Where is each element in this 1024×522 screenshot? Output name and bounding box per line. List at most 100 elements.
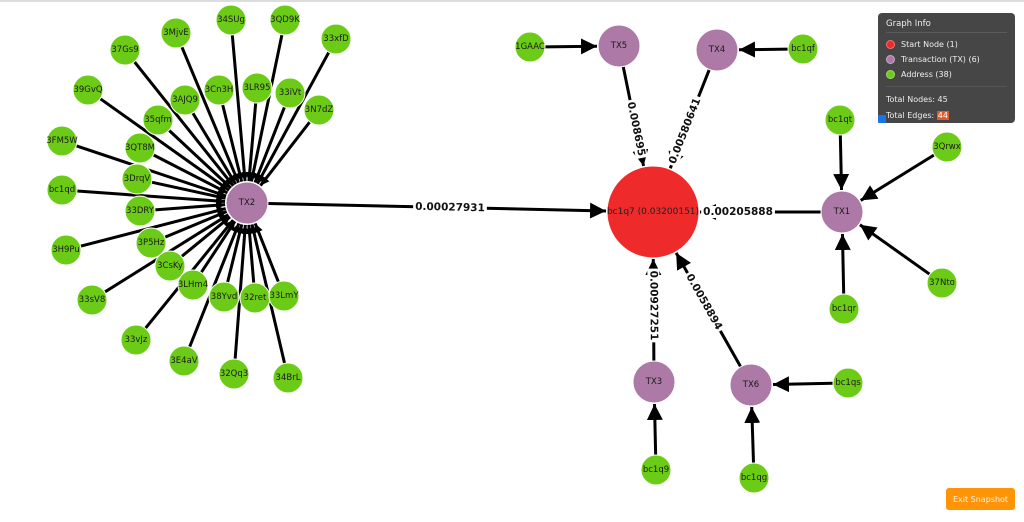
address-node[interactable]: 3LR95	[241, 72, 273, 104]
address-node-circle[interactable]	[931, 131, 963, 163]
address-node-circle[interactable]	[124, 132, 156, 164]
address-node-circle[interactable]	[124, 195, 156, 227]
address-node[interactable]: bc1qd	[46, 174, 78, 206]
address-node[interactable]: 37Gs9	[109, 34, 141, 66]
address-node[interactable]: 3Cn3H	[203, 74, 235, 106]
transaction-node[interactable]: TX5	[597, 24, 641, 68]
address-node[interactable]: 33iVt	[274, 77, 306, 109]
address-node-circle[interactable]	[160, 17, 192, 49]
address-node-circle[interactable]	[824, 104, 856, 136]
address-node-circle[interactable]	[738, 462, 770, 494]
address-node[interactable]: 1GAAC	[514, 31, 546, 63]
address-node[interactable]: bc1qs	[832, 367, 864, 399]
address-node[interactable]: 3QT8M	[124, 132, 156, 164]
address-node-circle[interactable]	[169, 84, 201, 116]
address-node-circle[interactable]	[46, 174, 78, 206]
address-node[interactable]: 34BrL	[272, 362, 304, 394]
address-node[interactable]: 32ret	[239, 282, 271, 314]
address-node[interactable]: 38Yvd	[208, 281, 240, 313]
address-node[interactable]: bc1qt	[824, 104, 856, 136]
divider	[886, 86, 1007, 87]
address-node-circle[interactable]	[50, 234, 82, 266]
exit-snapshot-button[interactable]: Exit Snapshot	[946, 488, 1015, 510]
transaction-node[interactable]: TX2	[225, 181, 269, 225]
address-node-circle[interactable]	[272, 362, 304, 394]
address-node-circle[interactable]	[787, 33, 819, 65]
address-node[interactable]: 33LmY	[268, 280, 300, 312]
address-node[interactable]: 33sV8	[76, 284, 108, 316]
edge-37Gs9-TX2	[133, 60, 235, 187]
address-node[interactable]: 3P5Hz	[135, 227, 167, 259]
address-node[interactable]: bc1q9	[640, 454, 672, 486]
transaction-node-circle[interactable]	[597, 24, 641, 68]
address-node[interactable]: 3Qrwx	[931, 131, 963, 163]
address-node[interactable]: 34SUg	[215, 4, 247, 36]
address-node-circle[interactable]	[46, 125, 78, 157]
address-node-circle[interactable]	[208, 281, 240, 313]
address-node[interactable]: 3QD9K	[269, 4, 301, 36]
transaction-node[interactable]: TX4	[695, 28, 739, 72]
address-node-circle[interactable]	[269, 4, 301, 36]
node-label: 39GvQ	[73, 85, 102, 95]
address-node[interactable]: 39GvQ	[72, 74, 104, 106]
address-node-circle[interactable]	[303, 94, 335, 126]
transaction-node[interactable]: TX3	[632, 360, 676, 404]
address-node-circle[interactable]	[168, 345, 200, 377]
legend-item-address: Address (38)	[886, 67, 1007, 82]
address-node-circle[interactable]	[926, 267, 958, 299]
address-node-circle[interactable]	[142, 104, 174, 136]
address-node-circle[interactable]	[241, 72, 273, 104]
address-node[interactable]: 3LHm4	[177, 269, 209, 301]
address-node[interactable]: 3MjvE	[160, 17, 192, 49]
address-node-circle[interactable]	[268, 280, 300, 312]
address-node[interactable]: 35qfm	[142, 104, 174, 136]
address-node-circle[interactable]	[640, 454, 672, 486]
address-node-circle[interactable]	[218, 358, 250, 390]
address-node-circle[interactable]	[109, 34, 141, 66]
address-node[interactable]: 33DRY	[124, 195, 156, 227]
address-node-circle[interactable]	[203, 74, 235, 106]
address-node-circle[interactable]	[121, 163, 153, 195]
transaction-node-circle[interactable]	[729, 363, 773, 407]
address-node-circle[interactable]	[832, 367, 864, 399]
transaction-node-circle[interactable]	[632, 360, 676, 404]
address-node-circle[interactable]	[135, 227, 167, 259]
address-node[interactable]: 33xfD	[320, 23, 352, 55]
transaction-node-circle[interactable]	[225, 181, 269, 225]
edge-32ret-TX2	[245, 224, 256, 284]
resize-handle[interactable]	[878, 115, 886, 123]
address-node[interactable]: 3DrqV	[121, 163, 153, 195]
address-node-circle[interactable]	[177, 269, 209, 301]
address-node-circle[interactable]	[320, 23, 352, 55]
transaction-node-circle[interactable]	[820, 190, 864, 234]
address-node[interactable]: 3CsKy	[154, 250, 186, 282]
edge-label-background	[413, 200, 487, 215]
address-node[interactable]: 32Qq3	[218, 358, 250, 390]
transaction-node[interactable]: TX1	[820, 190, 864, 234]
address-node-circle[interactable]	[154, 250, 186, 282]
start-node[interactable]: bc1q7 (0.03200151)	[606, 165, 700, 259]
node-label: TX1	[833, 207, 850, 217]
address-node[interactable]: 3AJQ9	[169, 84, 201, 116]
address-node[interactable]: 37Nto	[926, 267, 958, 299]
address-node[interactable]: 3H9Pu	[50, 234, 82, 266]
transaction-node-circle[interactable]	[695, 28, 739, 72]
address-node-circle[interactable]	[215, 4, 247, 36]
address-node-circle[interactable]	[72, 74, 104, 106]
address-node[interactable]: 3FM5W	[46, 125, 78, 157]
address-node-circle[interactable]	[514, 31, 546, 63]
transaction-node[interactable]: TX6	[729, 363, 773, 407]
address-node[interactable]: 3E4aV	[168, 345, 200, 377]
start-node-circle[interactable]	[606, 165, 700, 259]
address-node-circle[interactable]	[76, 284, 108, 316]
address-node[interactable]: bc1qg	[738, 462, 770, 494]
address-node-circle[interactable]	[274, 77, 306, 109]
address-node-circle[interactable]	[828, 293, 860, 325]
address-node[interactable]: 33vJz	[120, 324, 152, 356]
address-node[interactable]: 3N7dZ	[303, 94, 335, 126]
address-node[interactable]: bc1qr	[828, 293, 860, 325]
address-node[interactable]: bc1qf	[787, 33, 819, 65]
transaction-dot-icon	[886, 55, 895, 64]
address-node-circle[interactable]	[120, 324, 152, 356]
